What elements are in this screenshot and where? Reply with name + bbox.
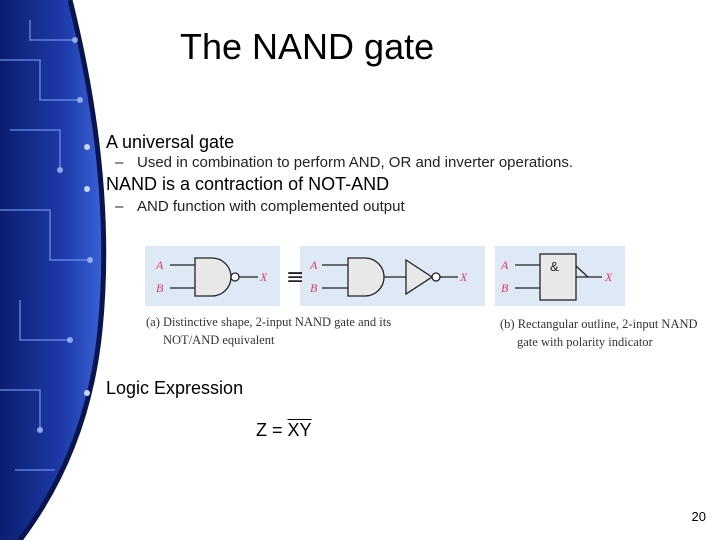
slide-title: The NAND gate (180, 26, 435, 67)
dash-marker: – (115, 198, 124, 215)
dash-marker: – (115, 154, 124, 171)
caption-a-line: NOT/AND equivalent (163, 333, 275, 347)
sub-bullet-text: AND function with complemented output (137, 198, 405, 215)
sub-bullet-universal-gate: –Used in combination to perform AND, OR … (115, 154, 573, 171)
caption-a-line: (a) Distinctive shape, 2-input NAND gate… (146, 315, 392, 329)
sub-bullet-and-function: –AND function with complemented output (115, 198, 405, 215)
bullet-marker (84, 390, 90, 396)
label-output-x: X (259, 270, 268, 284)
inverter-symbol (405, 258, 458, 296)
nand-gate-symbol (170, 257, 258, 297)
label-output-x: X (459, 270, 468, 284)
bullet-marker (84, 144, 90, 150)
label-input-b: B (310, 281, 318, 295)
expression-lhs: Z = (256, 420, 288, 440)
bullet-universal-gate: A universal gate (106, 132, 235, 152)
caption-b: (b) Rectangular outline, 2-input NAND ga… (500, 315, 698, 351)
caption-a: (a) Distinctive shape, 2-input NAND gate… (146, 313, 391, 349)
bullet-logic-expression: Logic Expression (106, 378, 244, 398)
bullet-marker (84, 186, 90, 192)
caption-b-line: (b) Rectangular outline, 2-input NAND (500, 317, 698, 331)
rectangular-nand-symbol (515, 253, 602, 301)
and-symbol-label: & (550, 259, 559, 274)
bullet-nand-contraction: NAND is a contraction of NOT-AND (106, 174, 390, 194)
sub-bullet-text: Used in combination to perform AND, OR a… (137, 154, 574, 171)
label-output-x: X (604, 270, 613, 284)
label-input-b: B (156, 281, 164, 295)
and-gate-symbol (322, 257, 406, 297)
expression-overbar-term: XY (287, 420, 312, 440)
label-input-b: B (501, 281, 509, 295)
logic-expression: Z = XY (256, 420, 312, 441)
decorative-background (0, 0, 107, 540)
figure-panel-a-equivalent (300, 246, 485, 306)
label-input-a: A (500, 258, 509, 272)
page-number: 20 (691, 509, 706, 524)
label-input-a: A (309, 258, 318, 272)
equivalence-symbol: ≡ (286, 265, 304, 290)
nand-gate-figure: A B X ≡ A B X & A B X (145, 246, 625, 306)
caption-b-line: gate with polarity indicator (517, 335, 653, 349)
label-input-a: A (155, 258, 164, 272)
